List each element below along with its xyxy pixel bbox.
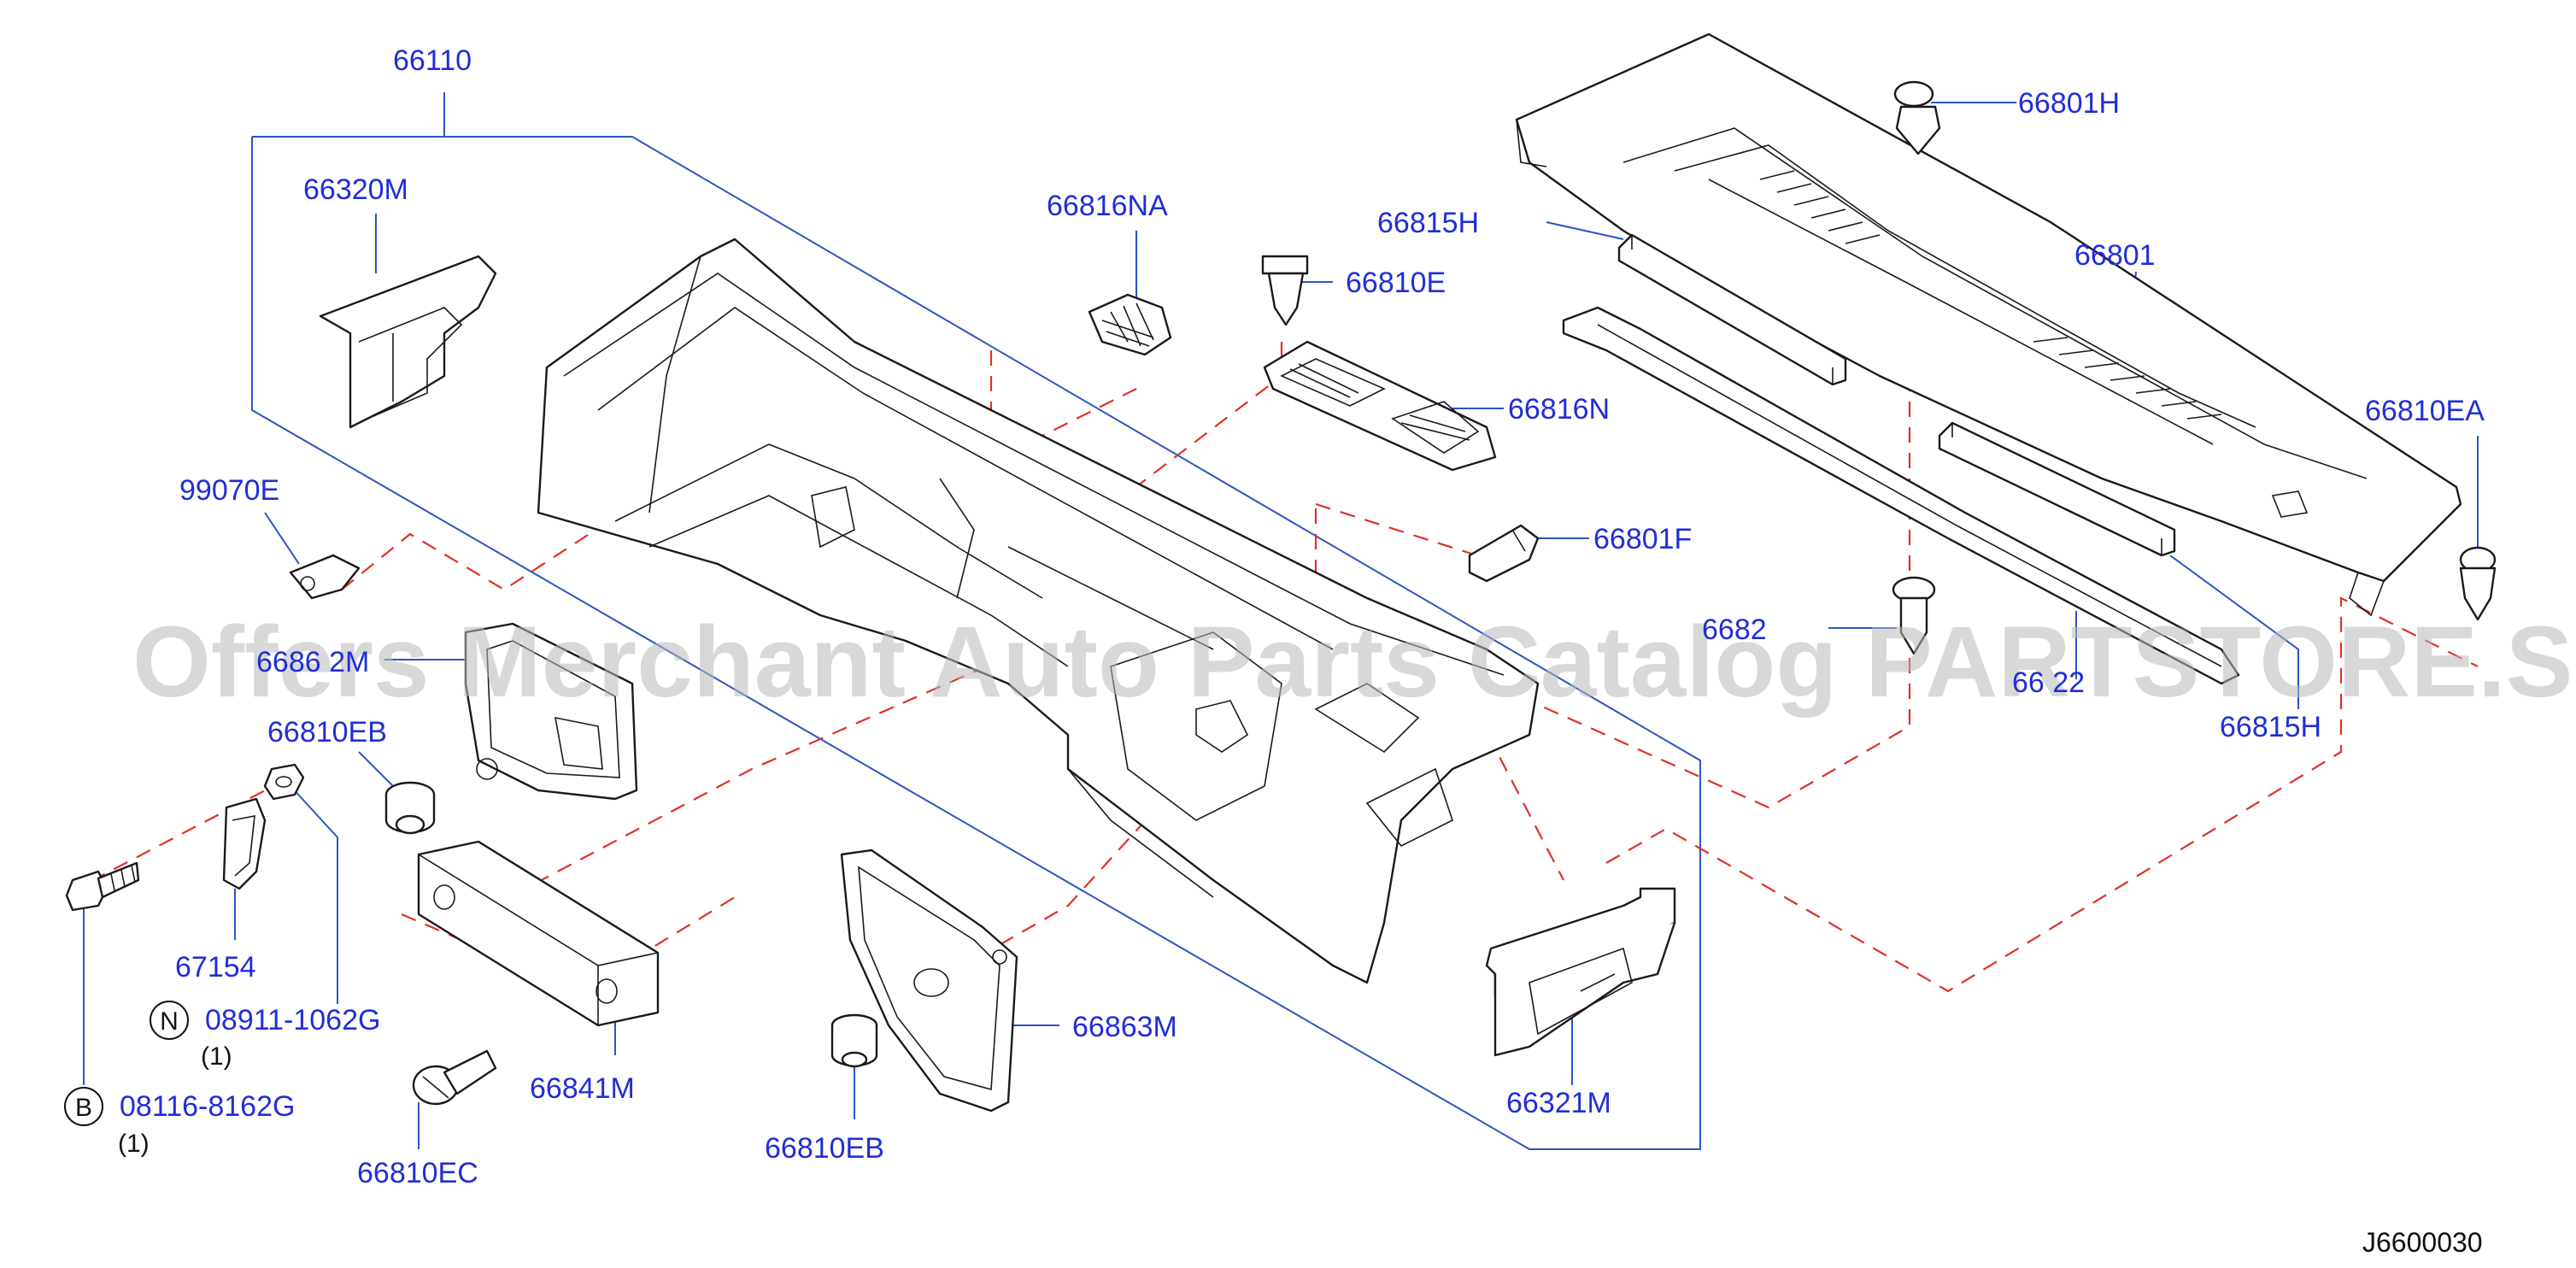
seal-strip-66822 xyxy=(1562,306,2240,685)
label-66815H-bottom[interactable]: 66815H xyxy=(2220,711,2321,743)
seal-66815H-top xyxy=(1617,233,1847,386)
clip-66801H xyxy=(1893,80,1941,156)
label-66816N[interactable]: 66816N xyxy=(1508,393,1610,426)
label-66810EB-bottom[interactable]: 66810EB xyxy=(765,1132,884,1165)
bolt-08116 xyxy=(65,861,140,912)
label-66863M[interactable]: 66863M xyxy=(1072,1011,1177,1043)
label-66801H[interactable]: 66801H xyxy=(2018,87,2120,120)
leader-lines xyxy=(83,92,2479,1150)
bracket-66320M xyxy=(319,255,497,429)
label-66321M[interactable]: 66321M xyxy=(1506,1087,1611,1119)
clip-66801F xyxy=(1468,524,1540,583)
clip-66810E xyxy=(1261,255,1309,326)
clip-66810EC xyxy=(412,1049,497,1106)
marker-n-circle xyxy=(150,1001,189,1040)
label-66320M[interactable]: 66320M xyxy=(303,173,408,206)
clip-99070E xyxy=(289,554,361,600)
label-66862M[interactable]: 6686 2M xyxy=(256,646,369,678)
label-66822[interactable]: 66 22 xyxy=(2012,666,2085,699)
marker-n: N xyxy=(160,1007,179,1036)
label-66820[interactable]: 6682 xyxy=(1702,613,1767,646)
dash-panel-66110 xyxy=(537,238,1540,984)
label-08116-8162G[interactable]: 08116-8162G xyxy=(120,1090,295,1123)
seal-66815H-bottom xyxy=(1938,421,2176,557)
label-66801[interactable]: 66801 xyxy=(2074,239,2156,272)
nut-08911 xyxy=(263,763,305,801)
block-66841M xyxy=(417,840,660,1027)
label-66110[interactable]: 66110 xyxy=(393,44,472,77)
marker-b-circle xyxy=(64,1087,103,1126)
label-66841M[interactable]: 66841M xyxy=(530,1072,635,1105)
clip-66810EA xyxy=(2459,546,2497,621)
clip-66820 xyxy=(1892,576,1936,655)
label-08911-1062G[interactable]: 08911-1062G xyxy=(205,1004,380,1036)
label-66810E[interactable]: 66810E xyxy=(1346,267,1446,299)
label-99070E[interactable]: 99070E xyxy=(179,474,279,507)
qty-08116: (1) xyxy=(118,1130,150,1158)
label-66810EC[interactable]: 66810EC xyxy=(357,1157,478,1189)
bracket-66321M xyxy=(1485,887,1676,1057)
gasket-66863M xyxy=(840,848,1018,1112)
bracket-67154 xyxy=(222,797,267,890)
part-labels: 66110 66320M 99070E 6686 2M 66810EB 6715… xyxy=(64,44,2485,1189)
label-66810EA[interactable]: 66810EA xyxy=(2365,395,2485,427)
grommet-66810EB-bottom xyxy=(830,1013,878,1068)
grommet-66810EB-top xyxy=(384,781,436,835)
label-66810EB-top[interactable]: 66810EB xyxy=(267,716,387,748)
label-66801F[interactable]: 66801F xyxy=(1593,523,1692,555)
label-66816NA[interactable]: 66816NA xyxy=(1047,190,1168,222)
marker-b: B xyxy=(75,1094,92,1122)
gasket-66862M xyxy=(464,622,638,801)
label-66815H-top[interactable]: 66815H xyxy=(1377,207,1479,239)
grille-66816N xyxy=(1263,340,1497,472)
diagram-code: J6600030 xyxy=(2362,1227,2483,1258)
qty-08911: (1) xyxy=(201,1042,232,1071)
watermark: Offers Merchant Auto Parts Catalog PARTS… xyxy=(132,606,2576,719)
label-67154[interactable]: 67154 xyxy=(175,951,256,983)
cowl-top-66801 xyxy=(1515,32,2462,617)
grille-66816NA xyxy=(1088,293,1172,356)
